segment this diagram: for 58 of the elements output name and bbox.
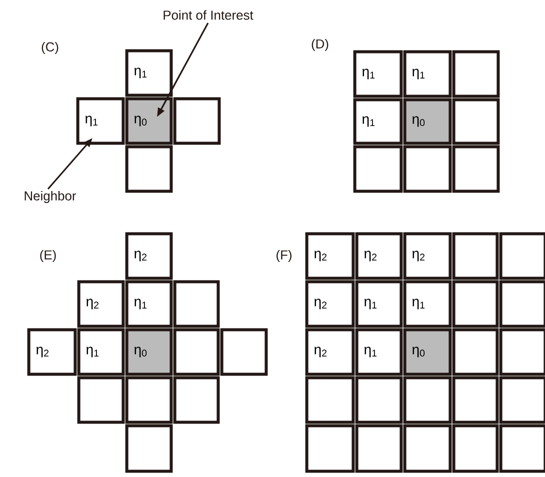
grid-cell bbox=[403, 145, 452, 193]
panel-label: (D) bbox=[312, 38, 328, 52]
grid-cell bbox=[499, 424, 545, 473]
grid-cell bbox=[452, 424, 499, 473]
grid-cell: η$_{1}$ bbox=[125, 49, 173, 97]
grid-cell: η$_{1}$ bbox=[355, 328, 403, 376]
grid-cell: η$_{0}$ bbox=[125, 97, 173, 145]
grid-cell bbox=[125, 376, 173, 424]
grid-cell bbox=[355, 376, 403, 424]
grid-cell bbox=[403, 424, 452, 473]
grid-cell bbox=[125, 424, 173, 473]
grid-cell bbox=[452, 328, 499, 376]
grid-cell bbox=[305, 424, 355, 473]
grid-cell: η$_{1}$ bbox=[76, 97, 125, 145]
grid-cell: η$_{0}$ bbox=[403, 98, 452, 145]
grid-cell: η$_{2}$ bbox=[305, 232, 355, 280]
grid-cell bbox=[173, 280, 220, 328]
grid-cell bbox=[452, 50, 500, 98]
grid-cell: η$_{2}$ bbox=[125, 232, 173, 280]
panel-label: (F) bbox=[276, 250, 292, 262]
grid-cell: η$_{1}$ bbox=[77, 328, 125, 376]
grid-cell bbox=[173, 376, 220, 424]
callout-text: Point of Interest bbox=[164, 10, 254, 20]
grid-cell bbox=[220, 328, 268, 376]
grid-cell: η$_{1}$ bbox=[403, 50, 452, 98]
grid-cell: η$_{2}$ bbox=[27, 328, 77, 376]
grid-cell bbox=[173, 97, 221, 145]
panel-label: (E) bbox=[40, 250, 56, 262]
grid-cell: η$_{2}$ bbox=[355, 232, 403, 280]
grid-cell bbox=[403, 376, 452, 424]
grid-cell: η$_{1}$ bbox=[353, 98, 403, 145]
grid-cell bbox=[452, 232, 499, 280]
grid-cell bbox=[499, 376, 545, 424]
callout-text: Neighbor bbox=[24, 190, 76, 204]
grid-cell: η$_{1}$ bbox=[353, 50, 403, 98]
grid-cell: η$_{2}$ bbox=[305, 328, 355, 376]
grid-cell: η$_{0}$ bbox=[125, 328, 173, 376]
grid-cell: η$_{2}$ bbox=[403, 232, 452, 280]
grid-cell bbox=[452, 145, 500, 193]
grid-cell: η$_{0}$ bbox=[403, 328, 452, 376]
grid-cell bbox=[355, 424, 403, 473]
grid-cell bbox=[452, 98, 500, 145]
grid-cell bbox=[305, 376, 355, 424]
grid-cell bbox=[499, 232, 545, 280]
grid-cell: η$_{1}$ bbox=[403, 280, 452, 328]
grid-cell bbox=[499, 280, 545, 328]
grid-cell bbox=[77, 376, 125, 424]
grid-cell bbox=[353, 145, 403, 193]
grid-cell bbox=[452, 280, 499, 328]
grid-cell: η$_{2}$ bbox=[77, 280, 125, 328]
grid-cell bbox=[125, 145, 173, 193]
grid-cell bbox=[173, 328, 220, 376]
grid-cell: η$_{1}$ bbox=[125, 280, 173, 328]
grid-cell: η$_{1}$ bbox=[355, 280, 403, 328]
panel-label: (C) bbox=[42, 42, 58, 54]
grid-cell bbox=[452, 376, 499, 424]
grid-cell: η$_{2}$ bbox=[305, 280, 355, 328]
grid-cell bbox=[499, 328, 545, 376]
